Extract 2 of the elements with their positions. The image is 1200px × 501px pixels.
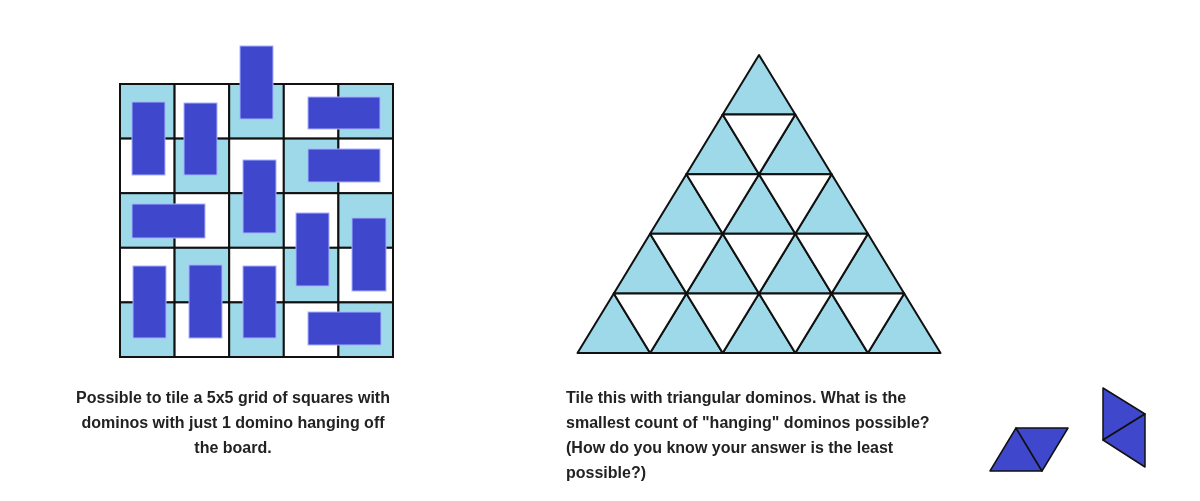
caption-text: Tile this with triangular dominos. What is the smallest count of "hanging" dominos possible? (How do you know your answer is the least possible?) [566, 388, 931, 483]
caption-text: Possible to tile a 5x5 grid of squares with dominos with just 1 domino hanging off the board. [75, 388, 391, 458]
